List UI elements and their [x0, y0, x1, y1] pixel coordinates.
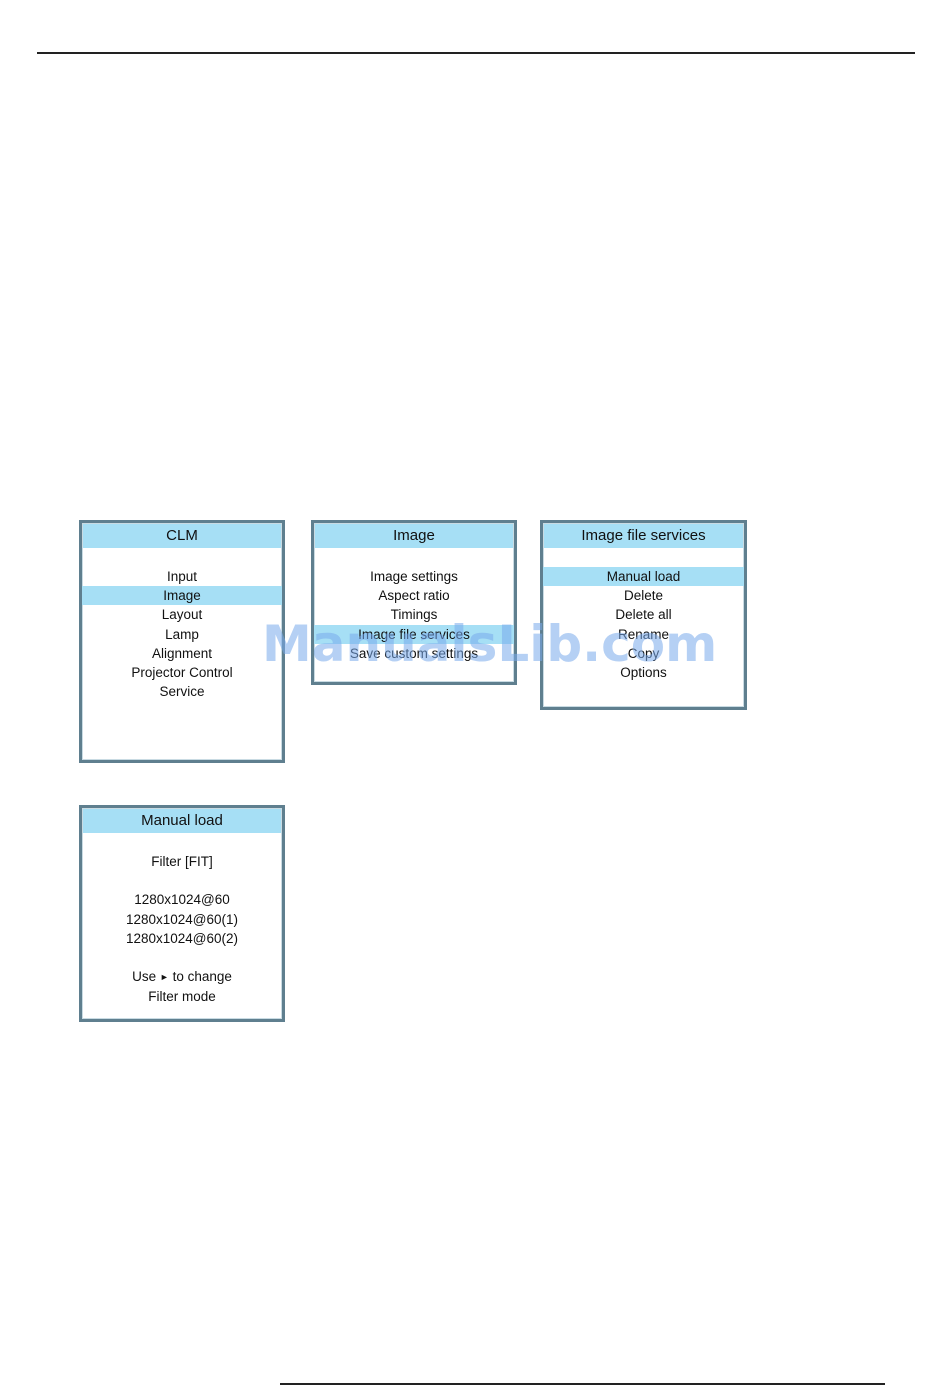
image-file-services-menu-title: Image file services: [544, 524, 743, 548]
ifs-item-delete-all[interactable]: Delete all: [615, 607, 672, 623]
clm-item-lamp[interactable]: Lamp: [165, 626, 199, 642]
image-item-timings[interactable]: Timings: [390, 607, 438, 623]
manual-load-spacer: [82, 948, 282, 967]
clm-item-input[interactable]: Input: [166, 569, 198, 584]
clm-item-alignment[interactable]: Alignment: [151, 645, 213, 661]
clm-item-service[interactable]: Service: [159, 684, 205, 700]
ifs-item-options[interactable]: Options: [620, 664, 667, 680]
image-item-aspect-ratio[interactable]: Aspect ratio: [378, 588, 450, 604]
clm-item-projector-control[interactable]: Projector Control: [131, 664, 233, 680]
ifs-item-copy[interactable]: Copy: [627, 645, 660, 661]
header-rule: [37, 52, 915, 54]
manual-load-hint-rest: to change: [172, 969, 232, 985]
footer-rule: [280, 1383, 885, 1385]
image-item-image-settings[interactable]: Image settings: [370, 569, 458, 584]
clm-item-image[interactable]: Image: [82, 586, 282, 606]
clm-menu: CLM Input Image Layout Lamp Alignment Pr…: [79, 520, 285, 763]
clm-item-layout[interactable]: Layout: [161, 607, 203, 623]
manual-load-menu-title: Manual load: [83, 809, 281, 833]
manual-load-filter[interactable]: Filter [FIT]: [151, 854, 213, 869]
manual-load-hint-line1: Use ► to change: [82, 967, 282, 987]
manual-load-menu-body: Filter [FIT] 1280x1024@60 1280x1024@60(1…: [82, 833, 282, 1007]
manual-load-file-3[interactable]: 1280x1024@60(2): [125, 930, 239, 946]
image-menu-list: Image settings Aspect ratio Timings Imag…: [314, 548, 514, 663]
manual-load-hint-use: Use: [132, 969, 157, 985]
manual-load-file-1[interactable]: 1280x1024@60: [134, 892, 230, 908]
image-file-services-menu: Image file services Manual load Delete D…: [540, 520, 747, 710]
image-menu-title: Image: [315, 524, 513, 548]
manual-load-menu: Manual load Filter [FIT] 1280x1024@60 12…: [79, 805, 285, 1022]
ifs-item-manual-load[interactable]: Manual load: [543, 567, 744, 587]
clm-menu-list: Input Image Layout Lamp Alignment Projec…: [82, 548, 282, 701]
ifs-item-rename[interactable]: Rename: [617, 626, 670, 642]
manual-load-hint-line2: Filter mode: [148, 989, 216, 1005]
manual-load-file-2[interactable]: 1280x1024@60(1): [125, 911, 239, 927]
ifs-item-delete[interactable]: Delete: [623, 588, 664, 604]
clm-menu-title: CLM: [83, 524, 281, 548]
image-item-image-file-services[interactable]: Image file services: [314, 624, 514, 644]
image-item-save-custom-settings[interactable]: Save custom settings: [349, 645, 479, 661]
right-arrow-icon: ►: [159, 972, 169, 983]
manual-load-spacer: [82, 871, 282, 890]
image-menu: Image Image settings Aspect ratio Timing…: [311, 520, 517, 685]
image-file-services-menu-list: Manual load Delete Delete all Rename Cop…: [543, 548, 744, 682]
